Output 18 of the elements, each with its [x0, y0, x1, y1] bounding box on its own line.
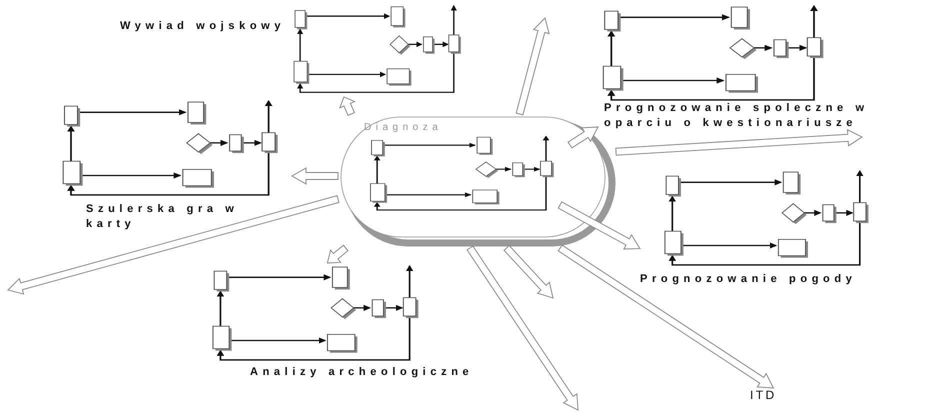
panel-title: Wywiad wojskowy — [120, 19, 286, 34]
hollow-arrow — [516, 17, 550, 116]
panel-title: Prognozowanie spoleczne w oparciu o kwestionariusze — [604, 101, 870, 131]
hollow-arrow — [466, 245, 578, 411]
hollow-arrow — [558, 201, 641, 250]
note-text: ITD — [750, 388, 777, 402]
hollow-arrow — [558, 244, 774, 388]
panel-title: Analizy archeologiczne — [250, 365, 474, 380]
panel-title: Prognozowanie pogody — [640, 272, 858, 287]
hollow-arrow — [291, 167, 338, 185]
node-label: Diagnoza — [364, 122, 442, 133]
hollow-arrow — [339, 96, 356, 116]
hollow-arrow — [326, 244, 349, 264]
hollow-arrow — [567, 126, 599, 149]
hollow-arrow — [615, 129, 863, 156]
hollow-arrow — [503, 244, 554, 299]
hollow-arrow — [7, 195, 340, 295]
panel-title: Szulerska gra w karty — [86, 202, 240, 232]
